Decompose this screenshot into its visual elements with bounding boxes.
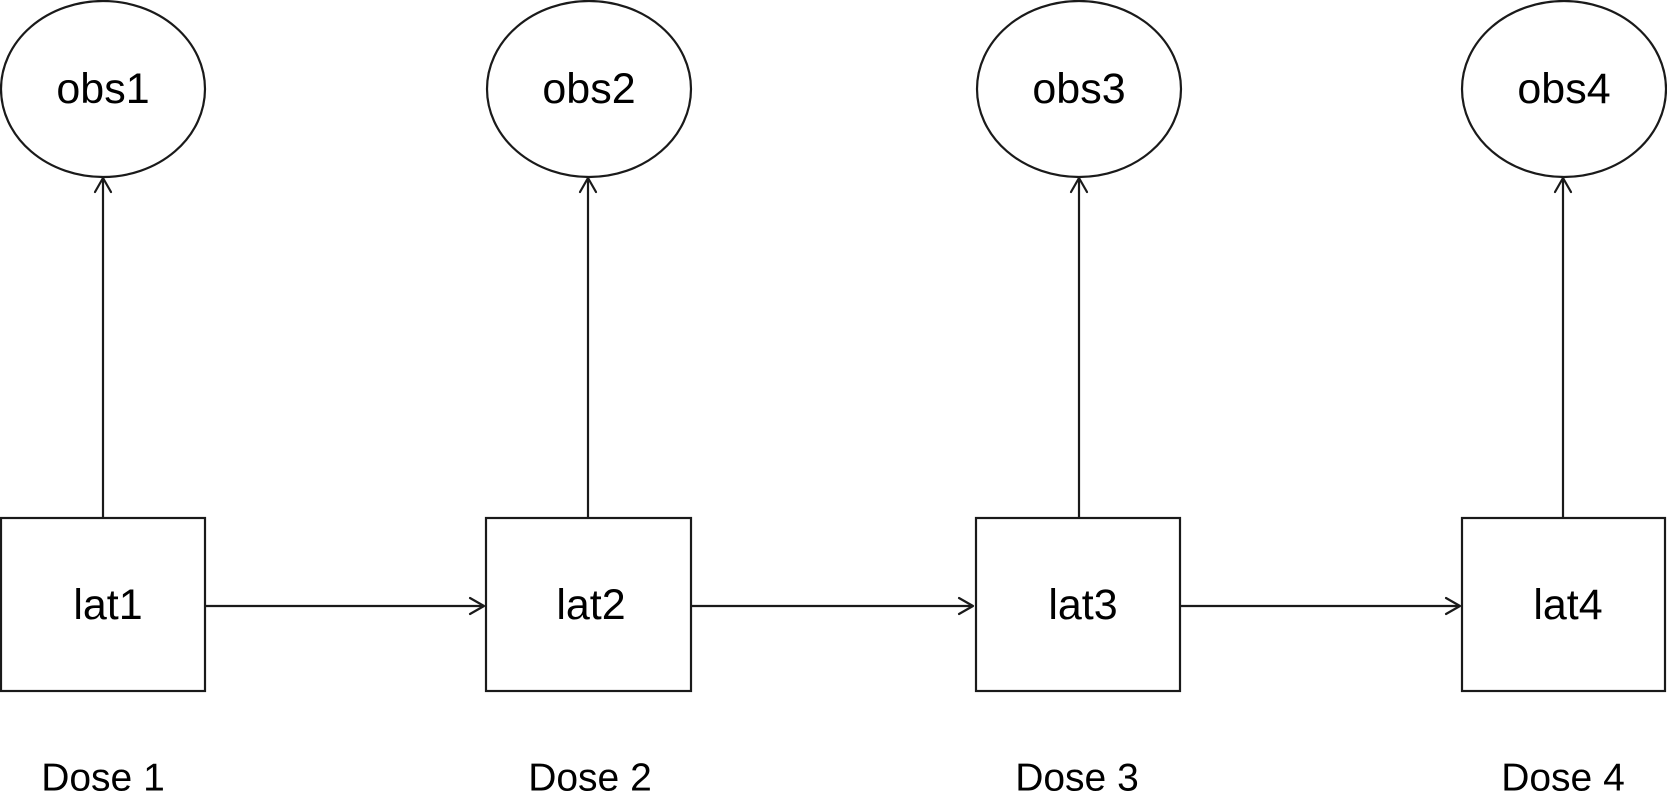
latent-label: lat4	[1533, 581, 1602, 629]
latent-label: lat3	[1048, 581, 1117, 629]
observed-node-obs4: obs4	[1460, 0, 1667, 179]
arrowhead-lat3	[957, 596, 975, 616]
latent-node-lat1: lat1	[0, 516, 207, 693]
latent-node-lat3: lat3	[974, 516, 1182, 693]
loading-edges	[93, 176, 1573, 518]
arrowhead-lat4	[1444, 596, 1462, 616]
observed-label: obs2	[542, 65, 635, 113]
latent-label: lat2	[556, 581, 625, 629]
ellipse-obs4	[1460, 0, 1667, 179]
ellipse-obs3	[975, 0, 1183, 179]
rect-lat3	[974, 516, 1182, 693]
observed-node-obs2: obs2	[485, 0, 693, 179]
arrowhead-lat2	[468, 596, 486, 616]
latent-label: lat1	[73, 581, 142, 629]
ellipse-obs1	[0, 0, 207, 179]
observed-node-obs1: obs1	[0, 0, 207, 179]
observed-label: obs3	[1032, 65, 1125, 113]
latent-node-lat4: lat4	[1460, 516, 1667, 693]
ellipse-obs2	[485, 0, 693, 179]
rect-lat4	[1460, 516, 1667, 693]
dose-label-2: Dose 2	[528, 757, 652, 800]
observed-label: obs4	[1517, 65, 1610, 113]
latent-node-lat2: lat2	[484, 516, 693, 693]
observed-node-obs3: obs3	[975, 0, 1183, 179]
observed-label: obs1	[56, 65, 149, 113]
autoregressive-edges	[206, 596, 1462, 616]
dose-label-3: Dose 3	[1015, 757, 1139, 800]
rect-lat2	[484, 516, 693, 693]
dose-label-4: Dose 4	[1501, 757, 1625, 800]
rect-lat1	[0, 516, 207, 693]
dose-label-1: Dose 1	[41, 757, 165, 800]
